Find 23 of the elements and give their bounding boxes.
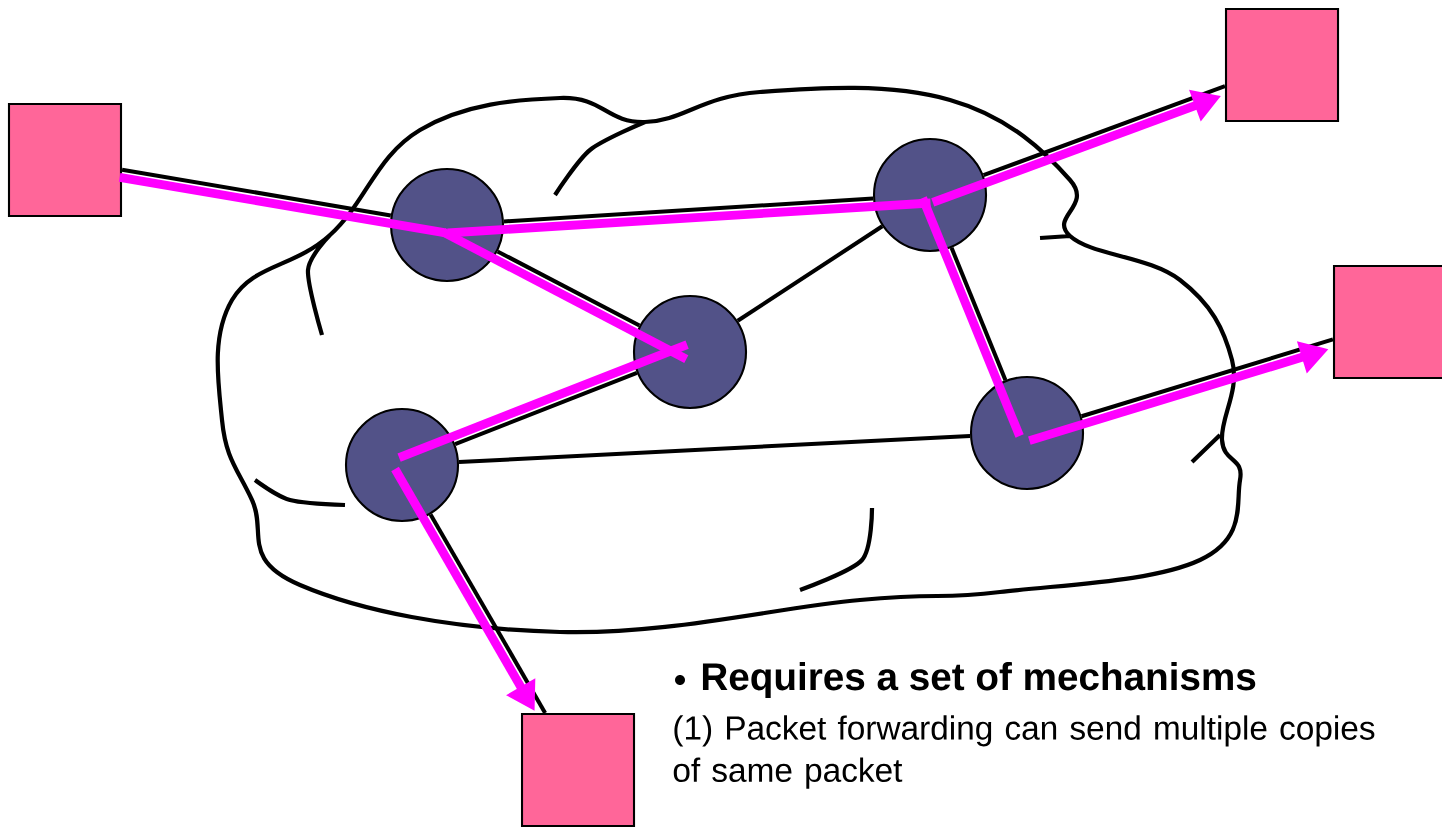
link-line [736, 224, 884, 323]
link-line [496, 249, 641, 328]
host-square [1332, 264, 1442, 380]
link-line [918, 196, 1024, 438]
router-circle [389, 167, 505, 283]
link-line [441, 228, 689, 363]
note-text: (1) Packet forwarding can send multiple copies of same packet [673, 715, 1375, 789]
link-line [454, 370, 638, 447]
link-line [447, 198, 931, 238]
router-circle [344, 407, 460, 523]
link-line [503, 196, 874, 224]
host-square [7, 102, 123, 218]
link-line [397, 340, 689, 462]
link-line [458, 433, 971, 465]
router-circle [632, 294, 748, 410]
router-circle [969, 375, 1085, 491]
link-line [121, 167, 392, 218]
router-circle [872, 137, 988, 253]
link-line [949, 247, 1008, 381]
host-square [1224, 7, 1340, 123]
host-square [520, 712, 636, 827]
link-line [118, 173, 447, 238]
heading-text: Requires a set of mechanisms [702, 661, 1256, 698]
